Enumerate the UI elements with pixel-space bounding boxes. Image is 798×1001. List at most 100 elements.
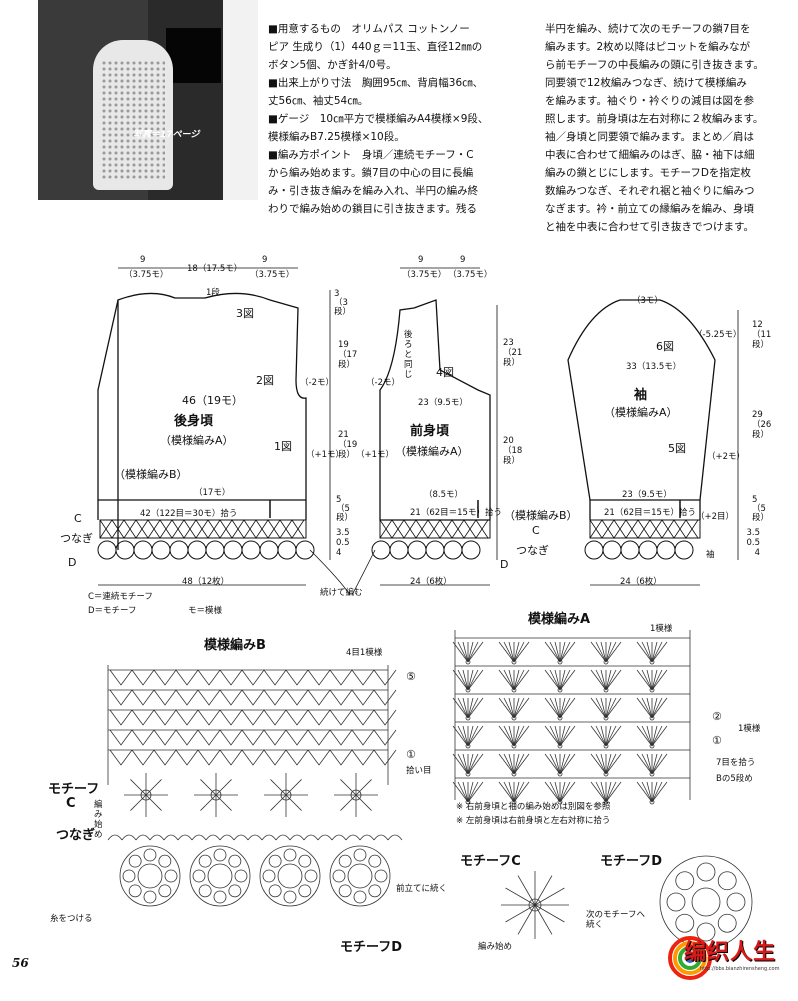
sleeve-inc: （+2モ） xyxy=(707,452,746,462)
back-dim-right: 9 xyxy=(262,255,268,265)
motif-d-label: モチーフD xyxy=(340,940,403,955)
motif-c-letter: C xyxy=(66,796,76,811)
instruction-line: 丈56㎝、袖丈54㎝。 xyxy=(268,95,369,107)
instruction-line: ら前モチーフの中長編みの頭に引き抜きます。 xyxy=(545,59,764,71)
instruction-line: から編み始めます。鎖7目の中心の目に長編 xyxy=(268,167,474,179)
motif-c-small-next: 次のモチーフへ続く xyxy=(586,910,645,930)
instruction-line: ■用意するもの オリムパス コットンノー xyxy=(268,23,470,35)
instruction-line: ■編み方ポイント 身頃／連続モチーフ・C xyxy=(268,149,474,161)
pattern-a-row2: ② xyxy=(712,710,722,723)
pattern-a-repeat: 1模様 xyxy=(650,624,673,634)
back-dim-left: 9 xyxy=(140,255,146,265)
instruction-line: を編みます。袖ぐり・衿ぐりの減目は図を参 xyxy=(545,95,754,107)
legend-d: D＝モチーフ xyxy=(88,606,137,616)
front-width: 23（9.5モ） xyxy=(418,398,468,408)
instruction-line: と袖を中表に合わせて引き抜きでつけます。 xyxy=(545,221,754,233)
sleeve-fig5: 5図 xyxy=(668,442,686,455)
back-fig1: 1図 xyxy=(274,440,292,453)
back-dim-right-mo: （3.75モ） xyxy=(250,270,295,280)
front-body-outline xyxy=(379,299,491,521)
back-b-width: （17モ） xyxy=(194,488,231,498)
sleeve-pickup: 21（62目＝15モ）拾う xyxy=(604,508,696,518)
instruction-line: み・引き抜き編みを編み入れ、半円の編み終 xyxy=(268,185,479,197)
back-dec: （-2モ） xyxy=(300,378,334,388)
instruction-line: 袖／身頃と同要領で編みます。まとめ／肩は xyxy=(545,131,754,143)
back-pickup: 42（122目＝30モ）拾う xyxy=(140,509,238,519)
instruction-line: 同要領で12枚編みつなぎ、続けて模様編み xyxy=(545,77,747,89)
front-same-note: 後ろと同じ xyxy=(404,330,413,380)
pattern-a-pickup: 7目を拾う xyxy=(716,758,756,768)
instruction-line: ■出来上がり寸法 胸囲95㎝、背肩幅36㎝、 xyxy=(268,77,484,89)
front-inc: （+1モ） xyxy=(356,450,395,460)
instruction-line: ピア 生成り（1）440ｇ＝11玉、直径12㎜の xyxy=(268,41,483,53)
sleeve-bottom-width: 24（6枚） xyxy=(620,577,662,587)
front-c-label: C xyxy=(532,524,540,537)
instruction-line: 編みの鎖とじにします。モチーフDを指定枚 xyxy=(545,167,751,179)
front-dim-left: 9 xyxy=(418,255,424,265)
garment-schematics xyxy=(97,267,739,596)
front-tsunagi: つなぎ xyxy=(516,544,549,557)
page-number: 56 xyxy=(12,956,29,970)
back-tsunagi: つなぎ xyxy=(60,532,93,545)
back-body-title: 後身頃 xyxy=(174,414,214,429)
back-body-subtitle: （模様編みA） xyxy=(160,434,234,447)
instruction-line: ■ゲージ 10㎝平方で模様編みA4模様×9段、 xyxy=(268,113,489,125)
sleeve-inc2: （+2目） xyxy=(696,512,735,522)
pattern-b-row1: ① xyxy=(406,748,416,761)
back-c-label: C xyxy=(74,512,82,525)
front-body-title: 前身頃 xyxy=(410,424,450,439)
instruction-line: 照します。前身頃は左右対称に２枚編みます。 xyxy=(545,113,764,125)
motif-c-label: モチーフ xyxy=(48,782,100,797)
front-pickup: 21（62目＝15モ）拾う xyxy=(410,508,502,518)
instructions-column-2: 半円を編み、続けて次のモチーフの鎖7目を編みます。2枚め以降はピコットを編みなが… xyxy=(545,20,777,236)
back-body-outline xyxy=(117,292,307,550)
instruction-line: 数編みつなぎ、それぞれ裾と袖ぐりに編みつ xyxy=(545,185,755,197)
pattern-b-repeat: 4目1模様 xyxy=(346,648,383,658)
pattern-a-row1: ① xyxy=(712,734,722,747)
logo-text: 编织人生 xyxy=(684,940,777,965)
front-dec: （-2モ） xyxy=(366,378,400,388)
pattern-b-tsunagi: つなぎ xyxy=(56,828,96,843)
instruction-line: なぎます。衿・前立ての縁編みを編み、身頃 xyxy=(545,203,754,215)
instruction-line: ボタン5個、かぎ針4/0号。 xyxy=(268,59,397,71)
back-width: 46（19モ） xyxy=(182,394,243,407)
legend-c: C＝連続モチーフ xyxy=(88,592,153,602)
front-pattern-b: （模様編みB） xyxy=(504,509,578,522)
front-body-subtitle: （模様編みA） xyxy=(395,445,469,458)
pattern-b-pickup-row: 拾い目 xyxy=(406,766,432,776)
pattern-a-note2: ※ 左前身頃は右前身頃と左右対称に拾う xyxy=(456,816,611,826)
continue-note: 続けて編む xyxy=(320,588,363,598)
legend-mo: モ＝模様 xyxy=(188,606,223,616)
front-b-width: （8.5モ） xyxy=(424,490,464,500)
pattern-b-row5: ⑤ xyxy=(406,670,416,683)
logo-url: http://bbs.bianzhirensheng.com xyxy=(700,966,780,972)
back-bottom-width: 48（12枚） xyxy=(182,577,230,587)
front-dim-right-mo: （3.75モ） xyxy=(448,270,493,280)
motif-c-small-title: モチーフC xyxy=(460,854,521,869)
instruction-line: 半円を編み、続けて次のモチーフの鎖7目を xyxy=(545,23,751,35)
front-bottom-width: 24（6枚） xyxy=(410,577,452,587)
pattern-b-title: 模様編みB xyxy=(204,638,266,653)
instruction-line: 編みます。2枚め以降はピコットを編みなが xyxy=(545,41,751,53)
pattern-a-b5: Bの5段め xyxy=(716,774,753,784)
back-inc: （+1モ） xyxy=(306,450,345,460)
back-fig2: 2図 xyxy=(256,374,274,387)
back-fig3: 3図 xyxy=(236,307,254,320)
instruction-line: わりで編み始めの鎖目に引き抜きます。残る xyxy=(268,203,477,215)
back-dim-left-mo: （3.75モ） xyxy=(124,270,169,280)
sleeve-lower-width: 23（9.5モ） xyxy=(622,490,672,500)
front-d-label: D xyxy=(500,558,509,571)
sleeve-dec: （-5.25モ） xyxy=(694,330,742,340)
back-d-label: D xyxy=(68,556,77,569)
yarn-note: 糸をつける xyxy=(50,914,93,924)
